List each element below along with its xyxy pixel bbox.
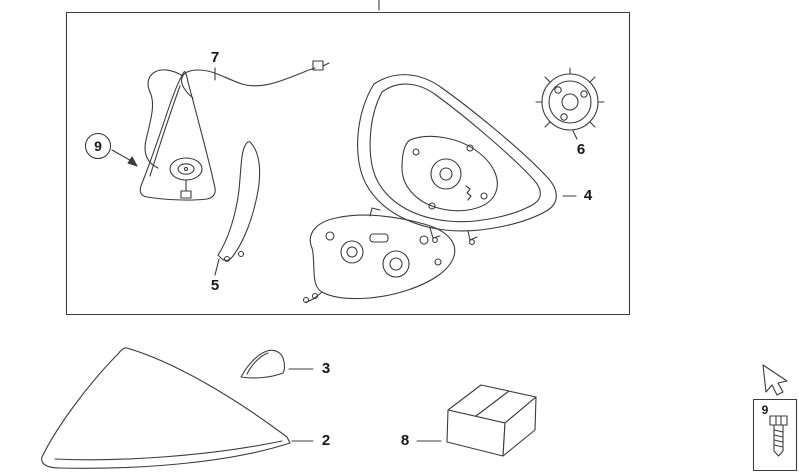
- screw-drawing: [769, 415, 788, 457]
- pointer-icon[interactable]: [762, 364, 788, 396]
- callout-7-cable[interactable]: 7: [210, 49, 220, 66]
- callout-9-base[interactable]: 9: [85, 133, 111, 159]
- mirror-cap-drawing: [41, 347, 314, 469]
- callout-2-cap[interactable]: 2: [321, 432, 331, 449]
- mirror-base-drawing: [111, 69, 216, 201]
- mirror-housing-drawing: [357, 74, 577, 245]
- side-cover-drawing: [240, 349, 314, 379]
- frame-box: [65, 0, 631, 316]
- callout-3-cover[interactable]: 3: [321, 360, 331, 377]
- callout-8-kit[interactable]: 8: [400, 432, 410, 449]
- callout-6-actuator[interactable]: 6: [576, 141, 586, 158]
- callout-5-trim[interactable]: 5: [210, 277, 220, 294]
- trim-strip-drawing: [214, 141, 261, 276]
- callout-9-screw[interactable]: 9: [761, 403, 769, 417]
- cable-drawing: [181, 60, 330, 99]
- screw-box-frame: [752, 398, 798, 472]
- foot-bracket-drawing: [302, 207, 456, 304]
- kit-box-drawing: [416, 384, 537, 457]
- callout-4-housing[interactable]: 4: [583, 187, 593, 204]
- actuator-drawing: [535, 67, 605, 140]
